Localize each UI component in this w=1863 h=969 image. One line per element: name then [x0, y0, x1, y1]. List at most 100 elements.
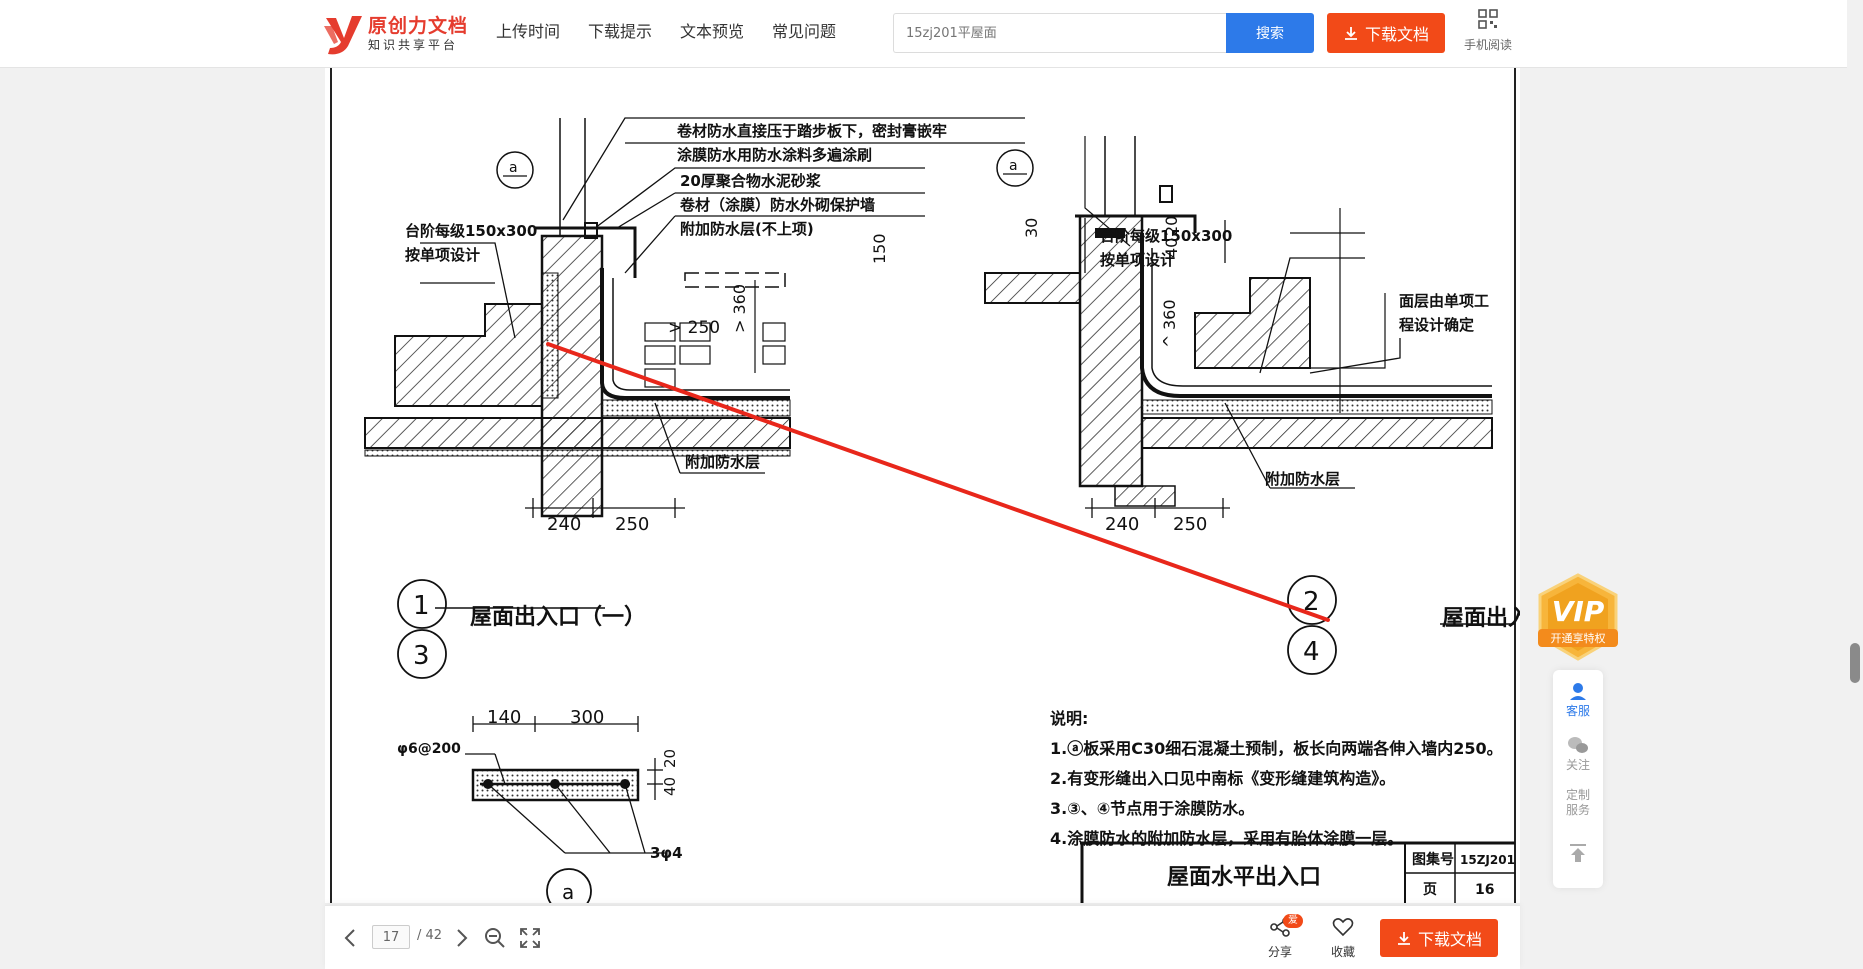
download-label: 下载文档	[1364, 25, 1429, 44]
main-nav: 上传时间 下载提示 文本预览 常见问题	[496, 20, 864, 44]
step-note-right-1: 台阶每级150x300	[1100, 227, 1232, 245]
vip-badge[interactable]: VIP 开通享特权	[1536, 573, 1620, 661]
dim-150: 150	[870, 233, 889, 264]
nav-download-tips[interactable]: 下载提示	[588, 22, 653, 41]
circle-a-left: a	[509, 160, 518, 176]
title-block	[1080, 841, 1515, 903]
download-button-bottom[interactable]: 下载文档	[1380, 919, 1498, 957]
page-scrollbar[interactable]	[1847, 0, 1863, 969]
finish-note-1: 面层由单项工	[1399, 292, 1489, 310]
wechat-icon	[1568, 737, 1588, 753]
side-panel: 客服 关注 定制 服务	[1553, 670, 1603, 888]
download-label-bottom: 下载文档	[1417, 930, 1482, 949]
dim-300: 300	[570, 707, 604, 728]
follow-button[interactable]: 关注	[1553, 734, 1603, 773]
technical-drawing: 卷材防水直接压于踏步板下，密封膏嵌牢 涂膜防水用防水涂料多遍涂刷 20厚聚合物水…	[330, 68, 1520, 903]
detail-left	[364, 117, 1025, 609]
nav-faq[interactable]: 常见问题	[772, 22, 837, 41]
dim-240-right: 240	[1105, 514, 1139, 535]
heart-icon	[1332, 918, 1354, 937]
share-button[interactable]: 爱 分享	[1255, 914, 1305, 960]
scroll-thumb[interactable]	[1850, 643, 1860, 683]
atlas-label: 图集号	[1412, 851, 1454, 868]
share-badge: 爱	[1283, 914, 1303, 928]
document-page: 卷材防水直接压于踏步板下，密封膏嵌牢 涂膜防水用防水涂料多遍涂刷 20厚聚合物水…	[325, 68, 1520, 903]
red-annotation-line	[546, 342, 1330, 622]
service-button[interactable]: 客服	[1553, 680, 1603, 719]
dim-240-left: 240	[547, 514, 581, 535]
note-left-2: 涂膜防水用防水涂料多遍涂刷	[677, 146, 872, 164]
logo-title: 原创力文档	[368, 15, 469, 37]
next-page-icon[interactable]	[449, 926, 473, 950]
download-button-top[interactable]: 下载文档	[1327, 13, 1445, 53]
vip-subtitle: 开通享特权	[1551, 631, 1606, 645]
dim-20-right: 20	[1162, 216, 1181, 236]
download-icon	[1397, 932, 1410, 945]
nav-upload-time[interactable]: 上传时间	[496, 22, 561, 41]
note-left-5: 附加防水层(不上项)	[680, 220, 814, 238]
prev-page-icon[interactable]	[339, 926, 363, 950]
circle-a-right: a	[1009, 158, 1018, 174]
step-note-left-2: 按单项设计	[405, 246, 480, 264]
top-header: 原创力文档 知识共享平台 上传时间 下载提示 文本预览 常见问题 搜索 下载文档…	[0, 0, 1863, 68]
site-logo[interactable]: 原创力文档 知识共享平台	[322, 12, 472, 56]
reader-toolbar: / 42 爱 分享 收藏 下载文档	[325, 905, 1520, 969]
dim-30: 30	[1022, 218, 1041, 238]
mobile-read-label: 手机阅读	[1463, 38, 1512, 52]
page-number-input[interactable]	[372, 925, 410, 949]
note-3: 3.③、④节点用于涂膜防水。	[1050, 799, 1254, 818]
atlas-value: 15ZJ201	[1460, 853, 1515, 867]
follow-label: 关注	[1565, 758, 1590, 772]
note-left-4: 卷材（涂膜）防水外砌保护墙	[679, 196, 875, 214]
detail-right	[984, 136, 1515, 625]
dim-250-right: 250	[1173, 514, 1207, 535]
logo-icon	[324, 16, 362, 55]
nav-text-preview[interactable]: 文本预览	[680, 22, 745, 41]
custom-label-2: 服务	[1565, 803, 1590, 817]
vip-text: VIP	[1552, 595, 1605, 628]
title-detail-left: 屋面出入口（一）	[470, 605, 646, 630]
logo-subtitle: 知识共享平台	[368, 38, 459, 52]
label-extra-layer-left: 附加防水层	[685, 453, 760, 471]
search-input[interactable]	[893, 13, 1226, 53]
detail-number-3: 3	[413, 641, 430, 671]
finish-note-2: 程设计确定	[1399, 316, 1474, 334]
dim-gt250: > 250	[668, 318, 720, 338]
notes-title: 说明:	[1050, 709, 1088, 728]
note-4: 4.涂膜防水的附加防水层，采用有胎体涂膜一层。	[1050, 829, 1403, 848]
dim-40-slab: 40	[661, 777, 679, 796]
label-extra-layer-right: 附加防水层	[1265, 470, 1340, 488]
favorite-button[interactable]: 收藏	[1318, 916, 1368, 960]
rebar-main: φ6@200	[397, 741, 461, 757]
qrcode-icon	[1478, 9, 1498, 29]
slab-detail	[465, 716, 665, 903]
back-to-top-button[interactable]	[1553, 842, 1603, 864]
dim-40-right: 40	[1162, 238, 1181, 258]
share-label: 分享	[1267, 945, 1292, 959]
note-left-1: 卷材防水直接压于踏步板下，密封膏嵌牢	[676, 122, 947, 140]
detail-number-4: 4	[1303, 637, 1320, 667]
page-value: 16	[1475, 882, 1494, 898]
custom-service-button[interactable]: 定制 服务	[1553, 788, 1603, 818]
note-left-3: 20厚聚合物水泥砂浆	[680, 172, 822, 190]
dim-360-right: 360	[1160, 299, 1179, 330]
dim-250-left: 250	[615, 514, 649, 535]
favorite-label: 收藏	[1330, 945, 1355, 959]
mobile-read-button[interactable]: 手机阅读	[1456, 8, 1520, 58]
step-note-left-1: 台阶每级150x300	[405, 222, 537, 240]
search-button[interactable]: 搜索	[1226, 13, 1314, 53]
circle-a-slab: a	[562, 880, 574, 903]
service-label: 客服	[1565, 704, 1590, 718]
step-note-right-2: 按单项设计	[1100, 251, 1175, 269]
page-label: 页	[1423, 882, 1437, 898]
dim-20-slab: 20	[661, 749, 679, 768]
fullscreen-icon[interactable]	[518, 926, 542, 950]
dim-140: 140	[487, 707, 521, 728]
dim-gt360: > 360	[730, 284, 749, 333]
rebar-secondary: 3φ4	[650, 844, 683, 862]
detail-number-1: 1	[413, 591, 430, 621]
customer-service-icon	[1570, 683, 1586, 700]
note-2: 2.有变形缝出入口见中南标《变形缝建筑构造》。	[1050, 769, 1395, 788]
page-total: / 42	[417, 928, 443, 943]
zoom-out-icon[interactable]	[483, 926, 507, 950]
